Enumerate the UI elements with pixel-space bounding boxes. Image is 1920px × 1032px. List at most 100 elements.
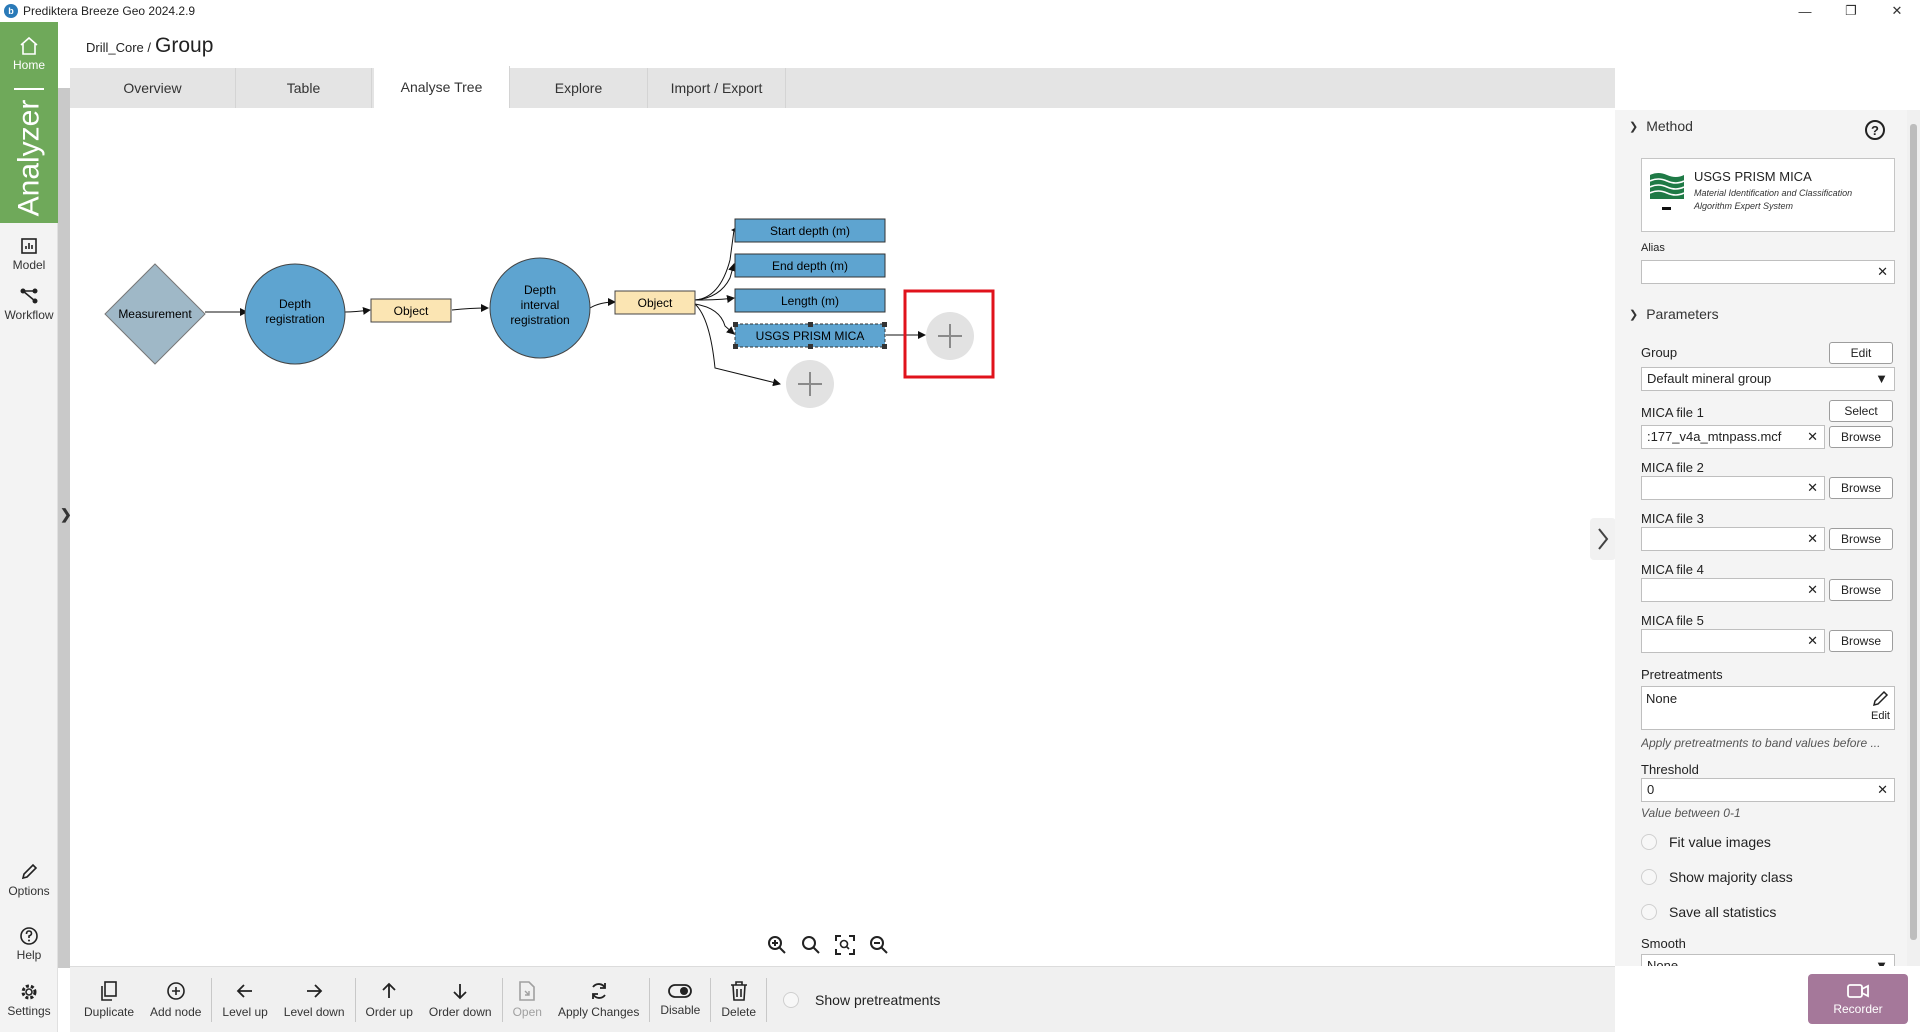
threshold-input[interactable]: 0✕ [1641, 778, 1895, 802]
minimize-button[interactable]: — [1798, 3, 1812, 19]
options-button[interactable]: Options [0, 862, 58, 898]
workflow-button[interactable]: Workflow [0, 286, 58, 322]
zoom-in-icon[interactable] [766, 934, 788, 956]
clear-icon[interactable]: ✕ [1807, 582, 1818, 597]
open-button[interactable]: Open [505, 975, 550, 1025]
mica-file-3-input[interactable]: ✕ [1641, 527, 1825, 551]
smooth-select[interactable]: None▼ [1641, 954, 1895, 966]
help-button[interactable]: Help [0, 926, 58, 962]
method-section-header[interactable]: ❯ Method [1629, 118, 1693, 134]
breadcrumb-parent[interactable]: Drill_Core / [86, 40, 152, 55]
node-end-depth[interactable]: End depth (m) [734, 253, 886, 278]
svg-text:registration: registration [265, 312, 324, 326]
node-usgs-prism-mica-selected[interactable]: USGS PRISM MICA [733, 322, 887, 349]
zoom-fit-icon[interactable] [834, 934, 856, 956]
model-button[interactable]: Model [0, 236, 58, 272]
method-description: Material Identification and Classificati… [1694, 188, 1853, 211]
analyse-tree-canvas[interactable]: Measurement Depth registration Object De… [70, 108, 1615, 966]
mica-file-1-label: MICA file 1 [1641, 405, 1704, 420]
mica-file-2-input[interactable]: ✕ [1641, 476, 1825, 500]
settings-button[interactable]: Settings [0, 982, 58, 1018]
tree-diagram: Measurement Depth registration Object De… [104, 218, 995, 408]
restore-button[interactable]: ❐ [1845, 3, 1857, 18]
duplicate-button[interactable]: Duplicate [76, 975, 142, 1025]
panel-scrollbar-thumb[interactable] [1910, 124, 1917, 940]
zoom-out-icon[interactable] [868, 934, 890, 956]
show-majority-class-radio[interactable] [1641, 869, 1657, 885]
home-button[interactable]: Home [0, 36, 58, 72]
toolbar-separator [211, 977, 213, 1022]
recorder-button[interactable]: Recorder [1808, 974, 1908, 1024]
tab-explore[interactable]: Explore [510, 68, 648, 108]
clear-icon[interactable]: ✕ [1877, 782, 1888, 797]
mica-file-select-button[interactable]: Select [1829, 400, 1893, 422]
mica-file-3-browse-button[interactable]: Browse [1829, 528, 1893, 550]
edge-object-end [694, 263, 736, 301]
clear-icon[interactable]: ✕ [1807, 480, 1818, 495]
dropdown-arrow-icon: ▼ [1875, 958, 1888, 966]
collapse-panel-button[interactable] [1590, 518, 1616, 560]
level-up-button[interactable]: Level up [214, 975, 275, 1025]
order-down-button[interactable]: Order down [421, 975, 500, 1025]
node-length[interactable]: Length (m) [734, 288, 886, 313]
node-depth-interval-registration[interactable]: Depth interval registration [489, 257, 591, 359]
help-icon[interactable]: ? [1865, 120, 1885, 140]
level-down-button[interactable]: Level down [276, 975, 353, 1025]
zoom-reset-icon[interactable] [800, 934, 822, 956]
mica-file-1-browse-button[interactable]: Browse [1829, 426, 1893, 448]
alias-input[interactable]: ✕ [1641, 260, 1895, 284]
toolbar-separator [710, 977, 712, 1022]
group-label: Group [1641, 345, 1678, 360]
show-pretreatments-toggle[interactable]: Show pretreatments [783, 991, 940, 1008]
fit-value-images-option[interactable]: Fit value images [1641, 834, 1771, 850]
apply-changes-button[interactable]: Apply Changes [550, 975, 647, 1025]
node-object-1[interactable]: Object [370, 298, 452, 323]
node-object-2[interactable]: Object [614, 290, 696, 315]
pretreatments-field[interactable]: None Edit [1641, 686, 1895, 730]
toolbar-separator [354, 977, 356, 1022]
mica-file-1-input[interactable]: :177_v4a_mtnpass.mcf✕ [1641, 425, 1825, 449]
close-button[interactable]: ✕ [1891, 3, 1903, 18]
add-sibling-node-button[interactable] [786, 360, 834, 408]
mica-file-5-browse-button[interactable]: Browse [1829, 630, 1893, 652]
tab-table[interactable]: Table [236, 68, 372, 108]
pretreatments-edit-button[interactable]: Edit [1871, 689, 1890, 722]
add-node-button[interactable]: Add node [142, 975, 209, 1025]
clear-icon[interactable]: ✕ [1807, 429, 1818, 444]
panel-scrollbar[interactable] [1907, 110, 1920, 966]
tab-analyse-tree[interactable]: Analyse Tree [374, 66, 510, 108]
save-all-statistics-option[interactable]: Save all statistics [1641, 904, 1776, 920]
edge-object-interval [451, 304, 489, 313]
add-child-node-button[interactable] [903, 289, 995, 379]
order-up-button[interactable]: Order up [358, 975, 421, 1025]
show-pretreatments-radio[interactable] [783, 991, 800, 1008]
mica-file-4-browse-button[interactable]: Browse [1829, 579, 1893, 601]
disable-button[interactable]: Disable [652, 975, 708, 1025]
sidebar-splitter[interactable] [58, 88, 70, 968]
svg-text:Depth: Depth [524, 283, 556, 297]
clear-icon[interactable]: ✕ [1807, 633, 1818, 648]
node-depth-registration[interactable]: Depth registration [244, 263, 346, 365]
parameters-section-header[interactable]: ❯ Parameters [1629, 306, 1719, 322]
show-majority-class-option[interactable]: Show majority class [1641, 869, 1793, 885]
mica-file-4-input[interactable]: ✕ [1641, 578, 1825, 602]
tab-overview[interactable]: Overview [70, 68, 236, 108]
node-start-depth[interactable]: Start depth (m) [734, 218, 886, 243]
clear-icon[interactable]: ✕ [1877, 264, 1888, 279]
node-measurement[interactable]: Measurement [104, 263, 206, 365]
method-card[interactable]: USGS PRISM MICA Material Identification … [1641, 158, 1895, 232]
group-edit-button[interactable]: Edit [1829, 342, 1893, 364]
mica-file-2-browse-button[interactable]: Browse [1829, 477, 1893, 499]
analyzer-section-label[interactable]: Analyzer [12, 99, 45, 217]
expand-sidebar-icon[interactable]: ❯ [60, 506, 72, 522]
app-logo-icon: b [4, 4, 18, 18]
fit-value-images-radio[interactable] [1641, 834, 1657, 850]
mica-file-5-input[interactable]: ✕ [1641, 629, 1825, 653]
group-select[interactable]: Default mineral group▼ [1641, 367, 1895, 391]
delete-button[interactable]: Delete [713, 975, 764, 1025]
toolbar-separator [501, 977, 503, 1022]
clear-icon[interactable]: ✕ [1807, 531, 1818, 546]
save-all-statistics-radio[interactable] [1641, 904, 1657, 920]
dropdown-arrow-icon: ▼ [1875, 371, 1888, 386]
tab-import-export[interactable]: Import / Export [648, 68, 786, 108]
